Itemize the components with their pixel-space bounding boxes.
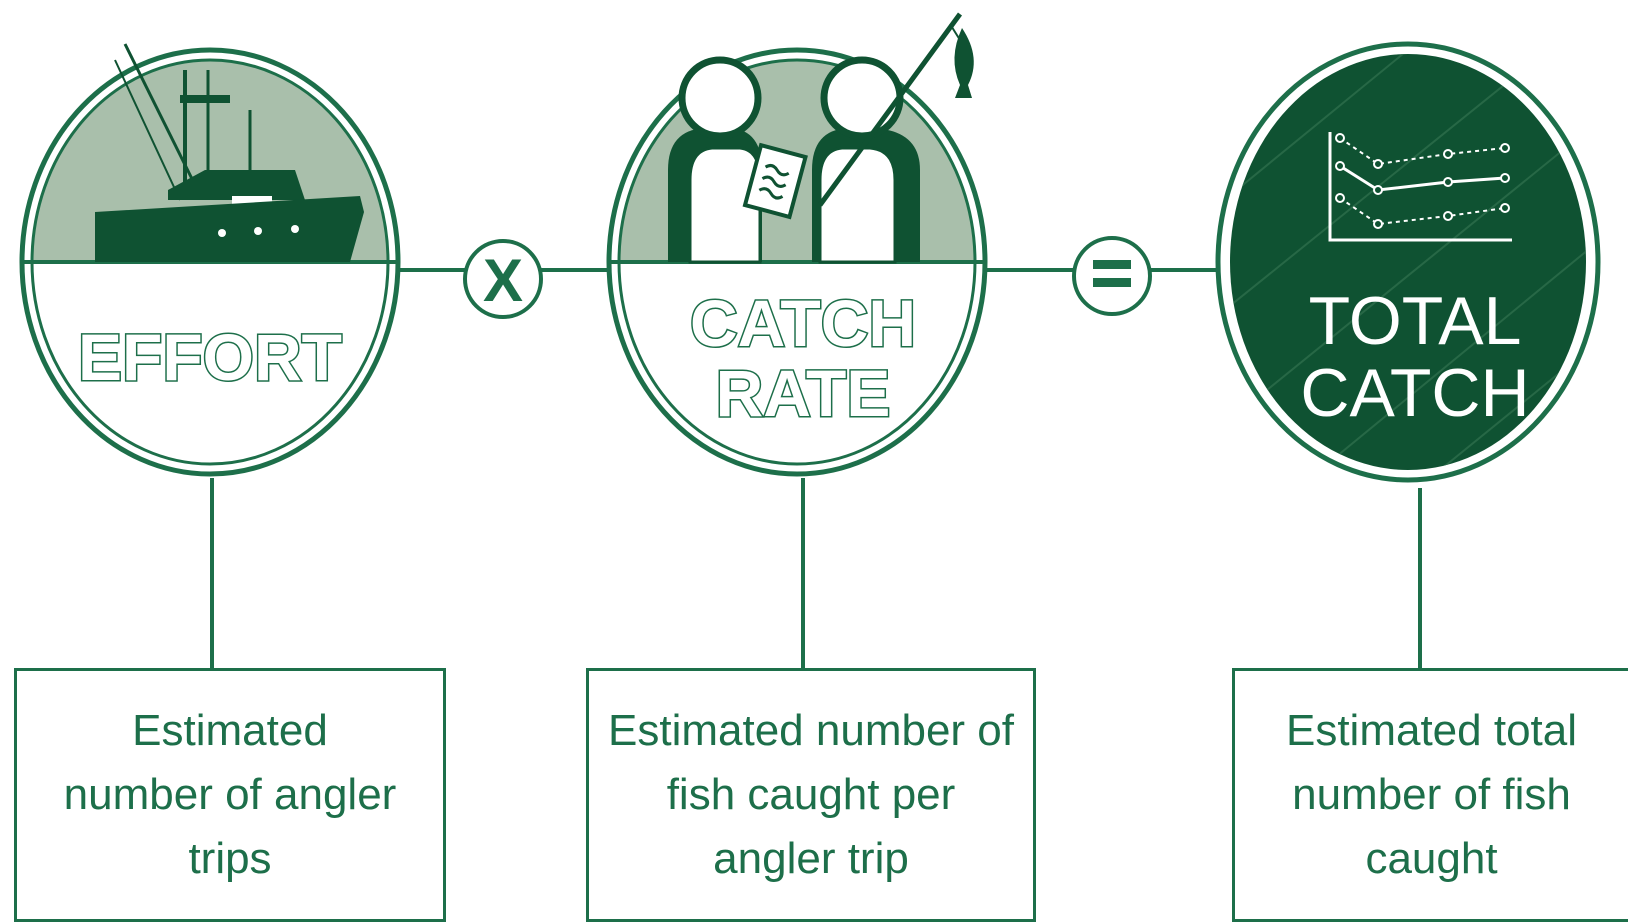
catch-rate-description-line: fish caught per: [666, 770, 956, 819]
effort-description-line: number of angler: [63, 770, 397, 819]
total-catch-description-line: caught: [1365, 834, 1498, 883]
multiply-operator: X: [463, 239, 543, 319]
fishing-boat-icon: [95, 43, 364, 262]
anglers-interview-icon: [668, 12, 974, 264]
catch-rate-circle: CATCH RATE: [606, 12, 988, 477]
multiply-symbol: X: [483, 247, 523, 314]
total-catch-title-line1: TOTAL: [1309, 283, 1522, 359]
catch-rate-description: Estimated number of fish caught per angl…: [608, 699, 1014, 891]
catch-rate-title-line2: RATE: [716, 356, 891, 430]
total-catch-description-box: Estimated total number of fish caught: [1232, 668, 1628, 922]
equals-operator: =: [1072, 236, 1152, 316]
total-catch-circle: TOTAL CATCH: [1215, 41, 1601, 483]
effort-circle: EFFORT: [19, 43, 401, 477]
catch-rate-title-line1: CATCH: [690, 286, 916, 360]
total-catch-description-line: Estimated total: [1285, 706, 1578, 755]
effort-description-box: Estimated number of angler trips: [14, 668, 446, 922]
effort-description-line: Estimated: [132, 706, 328, 755]
catch-rate-description-box: Estimated number of fish caught per angl…: [586, 668, 1036, 922]
catch-rate-description-line: angler trip: [713, 834, 909, 883]
effort-title: EFFORT: [78, 320, 342, 394]
total-catch-description: Estimated total number of fish caught: [1286, 699, 1577, 891]
total-catch-description-line: number of fish: [1292, 770, 1571, 819]
effort-description-line: trips: [188, 834, 272, 883]
catch-rate-description-line: Estimated number of: [608, 706, 1014, 755]
total-catch-title-line2: CATCH: [1300, 355, 1529, 431]
line-chart-icon: [1328, 132, 1512, 242]
effort-description: Estimated number of angler trips: [64, 699, 397, 891]
